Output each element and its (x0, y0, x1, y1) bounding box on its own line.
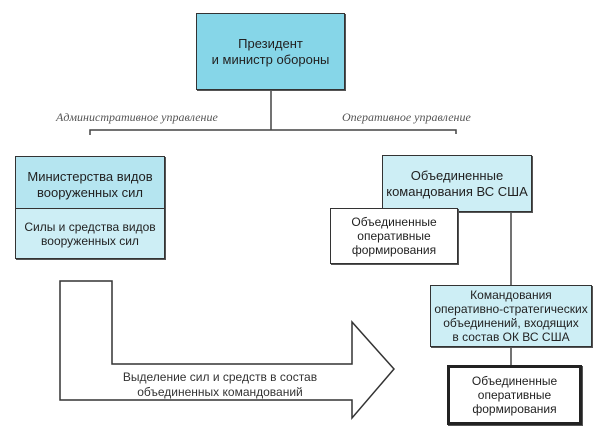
node-label: Объединенные оперативные формирования (351, 215, 437, 257)
node-label: Министерства видов вооруженных сил (27, 169, 153, 200)
node-label: Объединенные командования ВС США (386, 167, 528, 199)
node-joint-task-forces-subordinate: Объединенные оперативные формирования (447, 365, 582, 425)
node-label: Силы и средства видов вооруженных сил (24, 219, 156, 248)
node-president: Президент и министр обороны (196, 13, 345, 90)
node-joint-task-forces: Объединенные оперативные формирования (330, 208, 458, 264)
label-operational: Оперативное управление (342, 110, 471, 124)
arrow-label: Выделение сил и средств в состав объедин… (122, 370, 318, 399)
node-service-ministries: Министерства видов вооруженных сил (15, 156, 165, 214)
node-component-commands: Командования оперативно-стратегических о… (430, 285, 592, 347)
node-label: Объединенные оперативные формирования (471, 374, 558, 416)
node-label: Командования оперативно-стратегических о… (434, 288, 588, 344)
label-administrative: Административное управление (56, 110, 218, 124)
node-unified-commands: Объединенные командования ВС США (382, 155, 532, 212)
allocation-arrow (59, 280, 395, 421)
node-service-forces: Силы и средства видов вооруженных сил (15, 208, 165, 259)
node-label: Президент и министр обороны (211, 35, 330, 67)
connector-line (89, 129, 457, 135)
